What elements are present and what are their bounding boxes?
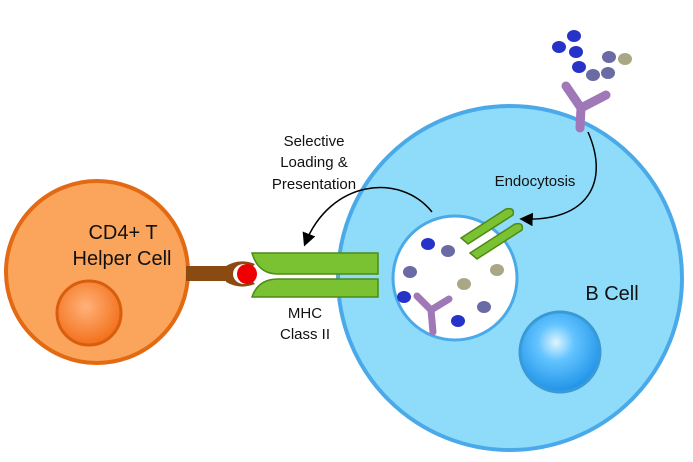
antigen-particle xyxy=(572,61,586,73)
antigen-particle xyxy=(457,278,471,290)
surface-mhc-class-ii xyxy=(250,252,379,298)
selective-label-line3: Presentation xyxy=(272,176,356,193)
antigen-particle xyxy=(552,41,566,53)
internalized-antibody xyxy=(413,292,453,336)
antigen-particle xyxy=(567,30,581,42)
surface-antibody xyxy=(561,81,611,133)
b-cell-nucleus xyxy=(518,310,602,394)
selective-label-line2: Loading & xyxy=(280,154,348,171)
antigen-particle xyxy=(477,301,491,313)
endocytosis-arrow xyxy=(519,131,597,227)
antigen-particle xyxy=(451,315,465,327)
mhc-label-line2: Class II xyxy=(280,326,330,343)
antigen-particle xyxy=(601,67,615,79)
antigen-particle xyxy=(397,291,411,303)
endocytosis-label: Endocytosis xyxy=(495,173,576,190)
internal-mhc-class-ii xyxy=(459,207,524,260)
antigen-particle xyxy=(441,245,455,257)
b-cell-label: B Cell xyxy=(585,283,638,305)
endosome-antigen-particles xyxy=(397,238,504,327)
presentation-arrow xyxy=(302,186,433,247)
selective-label-line1: Selective xyxy=(284,133,345,150)
extracellular-antigen-particles xyxy=(552,30,632,81)
antigen-particle xyxy=(602,51,616,63)
t-cell-label-line2: Helper Cell xyxy=(73,248,172,270)
antigen-particle xyxy=(421,238,435,250)
presented-antigen xyxy=(237,264,257,284)
t-cell-label-line1: CD4+ T xyxy=(88,222,157,244)
mhc-label-line1: MHC xyxy=(288,305,322,322)
t-cell-nucleus xyxy=(55,279,123,347)
antigen-particle xyxy=(586,69,600,81)
antigen-particle xyxy=(569,46,583,58)
antigen-particle xyxy=(490,264,504,276)
antigen-particle xyxy=(403,266,417,278)
antigen-particle xyxy=(618,53,632,65)
